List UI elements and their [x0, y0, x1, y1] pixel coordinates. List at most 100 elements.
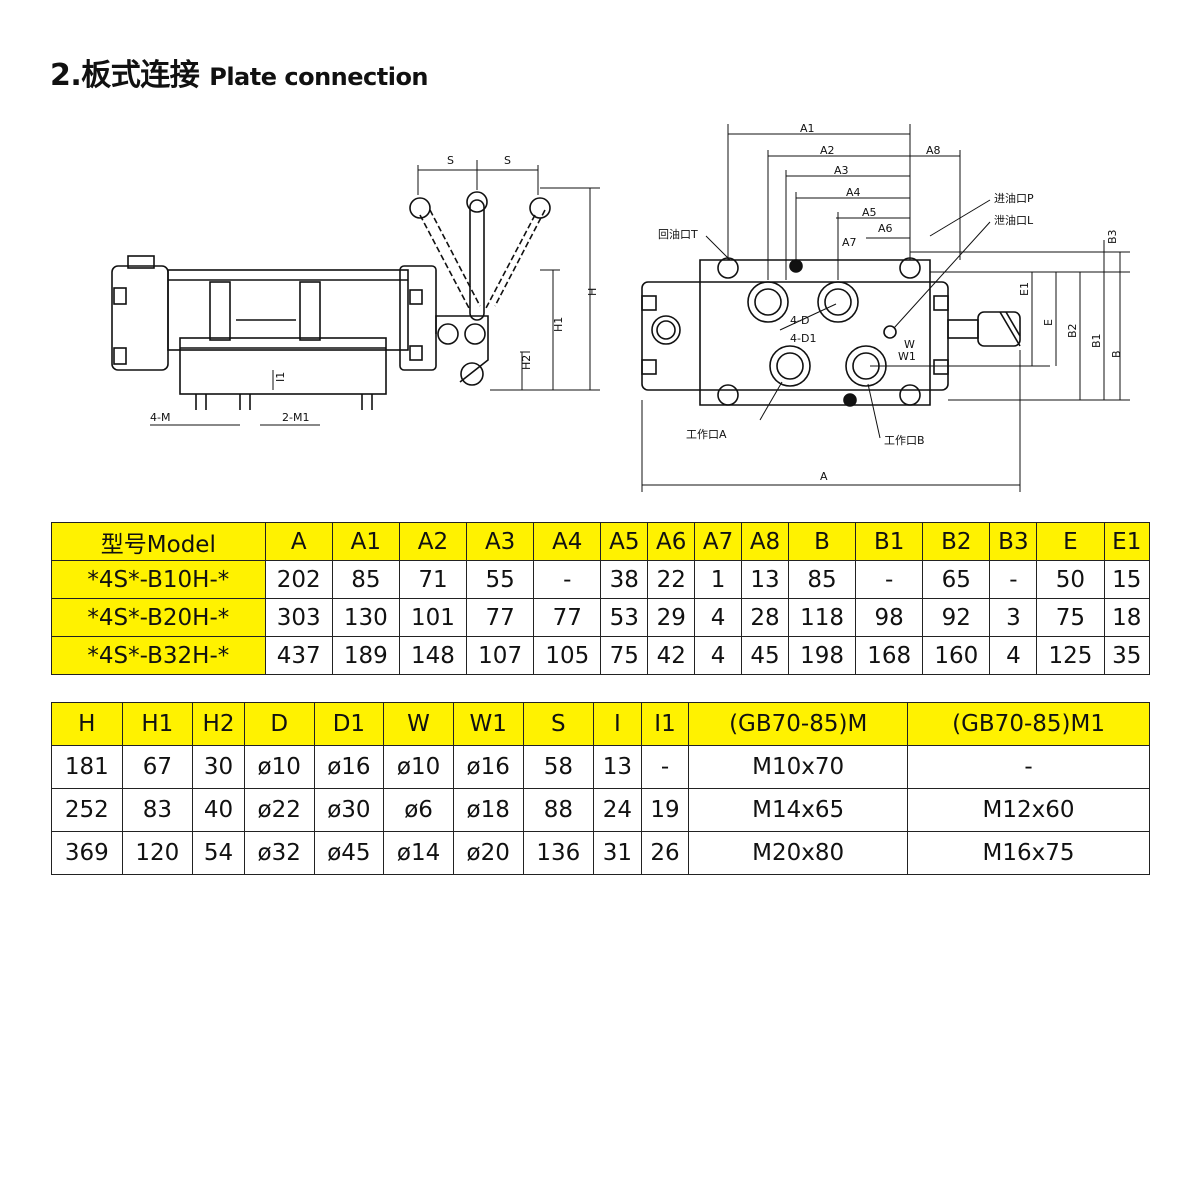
side-subplate: [179, 337, 387, 395]
table-cell: M20x80: [688, 831, 909, 875]
side-bolt-head: [113, 347, 127, 365]
table-header-cell: D: [243, 702, 315, 746]
table-cell: -: [907, 745, 1150, 789]
table-cell: 98: [855, 598, 924, 637]
table-cell: 92: [922, 598, 991, 637]
table-cell: 77: [466, 598, 535, 637]
top-corner-lug: [641, 359, 657, 375]
label-4d: 4-D: [790, 314, 809, 327]
table-cell: 160: [922, 636, 991, 675]
top-port-inner: [776, 352, 804, 380]
table-cell: 1: [694, 560, 743, 599]
table-cell: ø14: [383, 831, 454, 875]
table-cell: ø32: [243, 831, 315, 875]
table-header-cell: H2: [192, 702, 245, 746]
label-a1: A1: [800, 122, 815, 135]
label-a5: A5: [862, 206, 877, 219]
table-cell: 22: [647, 560, 696, 599]
table-header-cell: B3: [989, 522, 1038, 561]
table-cell: 28: [741, 598, 789, 637]
table-header-cell: A8: [741, 522, 789, 561]
label-port-a: 工作口A: [686, 428, 727, 441]
top-dimensions: [641, 124, 1130, 492]
side-lever-knob-alt: [529, 197, 551, 219]
table-header-cell: S: [522, 702, 595, 746]
table-cell: 15: [1103, 560, 1151, 599]
top-left-port-inner: [656, 320, 676, 340]
table-header-cell: A: [264, 522, 333, 561]
label-w1: W1: [898, 350, 916, 363]
side-lever-knob: [466, 191, 488, 213]
table-cell: 30: [192, 745, 245, 789]
label-port-b: 工作口B: [884, 434, 925, 447]
label-4m: 4-M: [150, 411, 170, 424]
top-corner-lug: [641, 295, 657, 311]
table-header-cell: D1: [313, 702, 385, 746]
label-port-t: 回油口T: [658, 227, 698, 241]
side-lever-center: [469, 199, 485, 321]
table-cell: 101: [398, 598, 468, 637]
label-s-right: S: [504, 154, 511, 167]
table-cell: 19: [640, 788, 690, 832]
table-cell: M12x60: [907, 788, 1150, 832]
label-2m1: 2-M1: [282, 411, 309, 424]
table-cell: 54: [192, 831, 245, 875]
side-bolt-head: [409, 289, 423, 305]
table-cell: 168: [855, 636, 924, 675]
table-cell: 148: [398, 636, 468, 675]
table-cell: -: [533, 560, 602, 599]
label-e1: E1: [1018, 282, 1031, 296]
table-cell: 53: [600, 598, 649, 637]
table-cell: 130: [331, 598, 400, 637]
table-cell: ø20: [452, 831, 524, 875]
table-cell: ø10: [243, 745, 315, 789]
table-cell: 83: [121, 788, 194, 832]
table-header-cell: A5: [600, 522, 649, 561]
table-cell: 42: [647, 636, 696, 675]
side-spool-window: [299, 281, 321, 341]
table-cell: 58: [522, 745, 595, 789]
table-cell: -: [640, 745, 690, 789]
top-bolt: [899, 257, 921, 279]
table-header-cell: H1: [121, 702, 194, 746]
top-bolt: [717, 384, 739, 406]
label-port-p: 进油口P: [994, 191, 1034, 205]
top-port-inner: [754, 288, 782, 316]
label-4d1: 4-D1: [790, 332, 816, 345]
label-i1: I1: [274, 372, 287, 382]
table-cell: 26: [640, 831, 690, 875]
table-header-cell: B2: [922, 522, 991, 561]
table-cell: ø30: [313, 788, 385, 832]
title-number: 2.: [50, 58, 82, 93]
table-cell: 45: [741, 636, 789, 675]
table-cell: 13: [741, 560, 789, 599]
table-header-cell: A7: [694, 522, 743, 561]
table-cell: 118: [787, 598, 857, 637]
label-b: B: [1110, 350, 1123, 358]
table-header-cell: H: [51, 702, 123, 746]
top-locating-pin: [789, 259, 803, 273]
top-corner-lug: [933, 359, 949, 375]
table-cell: 369: [51, 831, 123, 875]
table-cell: 77: [533, 598, 602, 637]
table-header-cell: E: [1036, 522, 1105, 561]
top-port: [747, 281, 789, 323]
table-cell: 4: [694, 598, 743, 637]
table-cell: 75: [600, 636, 649, 675]
side-dimensions: [150, 160, 600, 426]
top-port-inner: [824, 288, 852, 316]
label-b1: B1: [1090, 333, 1103, 348]
side-bolt-head: [409, 345, 423, 361]
table-cell: 85: [787, 560, 857, 599]
label-a2: A2: [820, 144, 835, 157]
table-cell: 107: [466, 636, 535, 675]
table-header-cell: I: [593, 702, 642, 746]
top-valve-outline: [699, 259, 931, 406]
table-cell: ø6: [383, 788, 454, 832]
table-cell: 88: [522, 788, 595, 832]
top-view: [641, 257, 1021, 407]
table-cell: 105: [533, 636, 602, 675]
